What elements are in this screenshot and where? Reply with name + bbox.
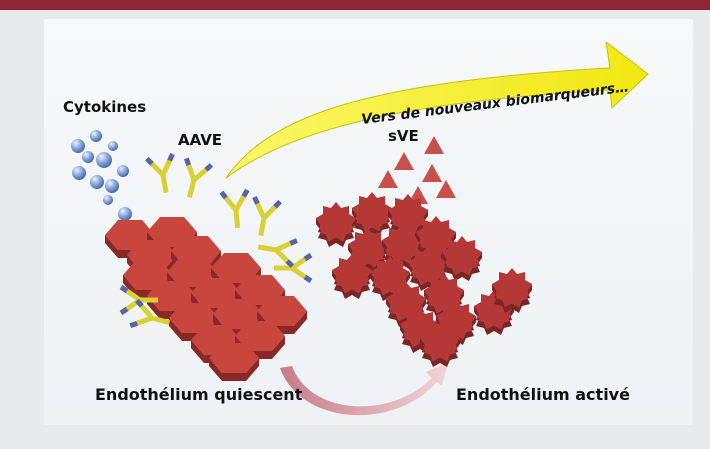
- activated-endothelium-cells: [316, 192, 532, 367]
- activation-arrow: [280, 362, 448, 416]
- activated-endothelium-label: Endothélium activé: [456, 385, 630, 404]
- biomarker-arrow: Vers de nouveaux biomarqueurs…: [225, 40, 649, 179]
- aave-label: AAVE: [178, 131, 223, 149]
- sve-triangles: [378, 136, 456, 204]
- cytokine-spheres: [71, 130, 132, 221]
- quiescent-endothelium-label: Endothélium quiescent: [95, 385, 303, 404]
- sve-label: sVE: [388, 127, 419, 145]
- top-frame-bar: [0, 0, 710, 10]
- cytokines-label: Cytokines: [63, 98, 147, 116]
